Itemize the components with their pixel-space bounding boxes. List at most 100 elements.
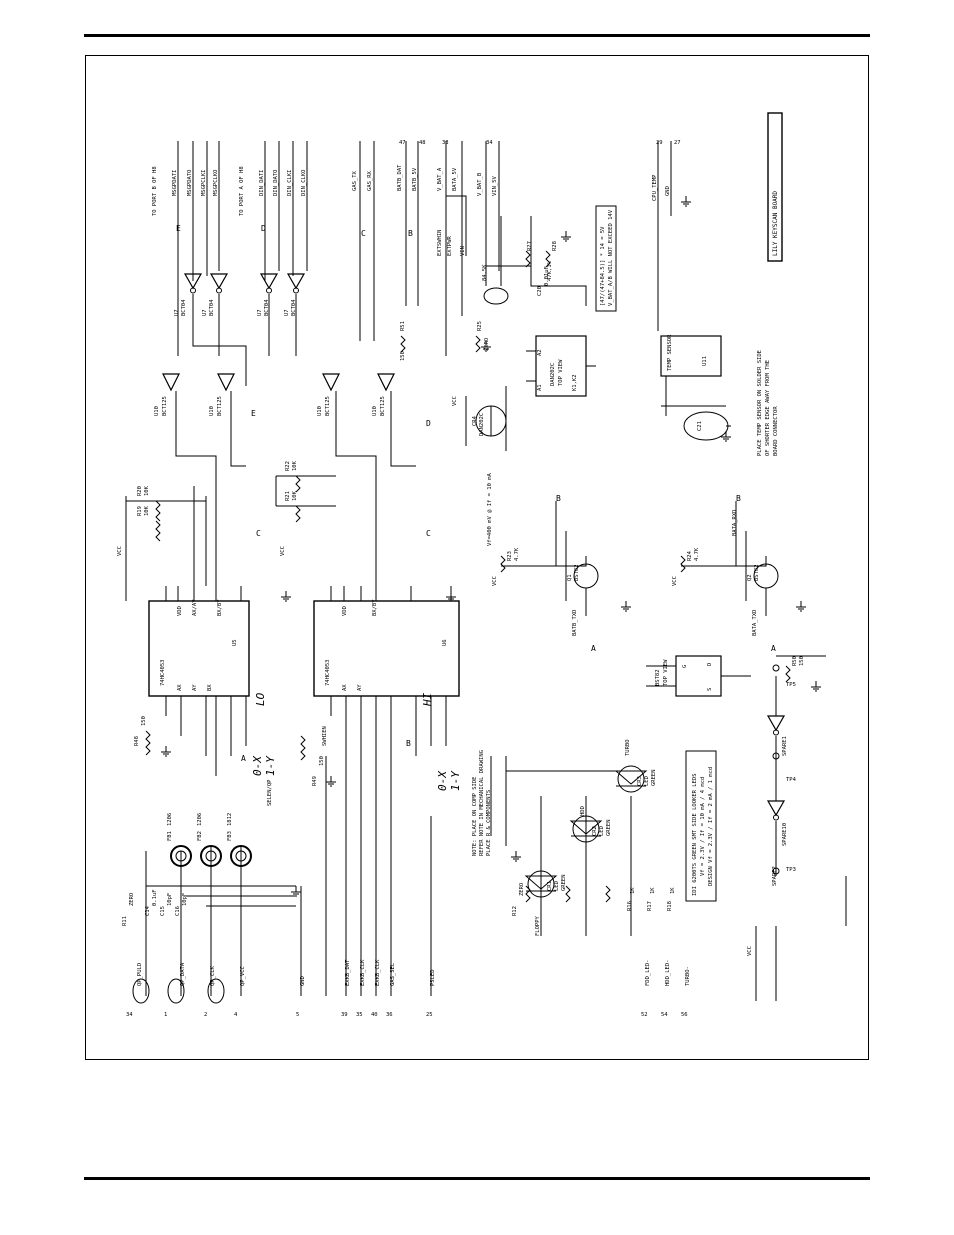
r18-val: 1K bbox=[670, 887, 676, 894]
conn-pin-54: 54 bbox=[661, 1012, 668, 1018]
fb3-size: 1812 bbox=[227, 813, 233, 826]
tag-a-2: A bbox=[771, 644, 776, 653]
vf-note: Vf=400 mV @ If = 10 mA bbox=[487, 472, 493, 546]
c14-val: 0.1uF bbox=[152, 889, 158, 906]
r48-val: 150 bbox=[141, 716, 147, 726]
net-spare1: SPARE1 bbox=[782, 736, 788, 756]
bst82-pin-g: G bbox=[682, 665, 688, 668]
u10-ref-4: U10 bbox=[372, 406, 378, 416]
conn-pin-5: 5 bbox=[296, 1012, 299, 1018]
cr4-ref: CR4 bbox=[472, 415, 478, 426]
led-note-2: Vf = 2.3V / If = 10 mA / 4 mcd bbox=[700, 777, 706, 876]
r25-val: ZERO bbox=[484, 338, 490, 351]
bst82-pin-d: D bbox=[707, 663, 713, 666]
tag-c-2: C bbox=[256, 529, 261, 538]
net-din-clko: DIN_CLKO bbox=[301, 170, 307, 197]
u5-part: 74HC4053 bbox=[160, 660, 166, 687]
q2-ref: Q2 bbox=[747, 574, 753, 581]
u7-part-2: BCT04 bbox=[209, 299, 215, 316]
comp-note-1: NOTE: PLACE ON COMP SIDE bbox=[472, 777, 478, 856]
dan-view-part: DAN202C bbox=[550, 363, 556, 386]
temp-note-2: OF SHORTER EDGE AWAY FROM THE bbox=[765, 360, 771, 456]
q1-part: BST82 bbox=[574, 564, 580, 581]
conn-net-gas-sel: GAS_SEL bbox=[390, 962, 396, 986]
temp-sensor-ref: U11 bbox=[702, 356, 708, 366]
cr3-ref: CR3 bbox=[637, 776, 643, 786]
u6-pin-ax: AX bbox=[342, 684, 348, 691]
vbat-note-box bbox=[595, 205, 617, 312]
r28-ref: R28 bbox=[552, 241, 558, 251]
u7-part-4: BCT04 bbox=[291, 299, 297, 316]
dan-pin-k: K1,K2 bbox=[572, 374, 578, 391]
net-floppy: FLOPPY bbox=[535, 915, 541, 936]
u7-ref-2: U7 bbox=[202, 309, 208, 316]
net-cpu-temp: CPU_TEMP bbox=[652, 174, 658, 201]
u5-pin-bx: BX bbox=[207, 684, 213, 691]
conn-net-qp-puld: QP_PULD bbox=[137, 963, 143, 986]
tag-a-1: A bbox=[591, 644, 596, 653]
conn-pin-40: 40 bbox=[371, 1012, 378, 1018]
u7-ref-1: U7 bbox=[174, 309, 180, 316]
r24-val: 4.7K bbox=[694, 547, 700, 561]
tag-c-1: C bbox=[361, 229, 366, 238]
r17-ref: R17 bbox=[647, 901, 653, 911]
net-turbo: TURBO bbox=[625, 739, 631, 756]
cr2-color: GREEN bbox=[606, 819, 612, 836]
u6-pin-bxby: BX/BY bbox=[372, 599, 378, 616]
cr3-type: LED bbox=[644, 776, 650, 786]
tag-d-1: D bbox=[261, 224, 266, 233]
net-din-dato: DIN_DATO bbox=[273, 170, 279, 197]
r19-ref: R19 bbox=[137, 506, 143, 516]
r16-val: 1K bbox=[630, 887, 636, 894]
net-selen-qp: SELEN/QP bbox=[267, 779, 273, 806]
hand-note-hi: HI bbox=[421, 692, 434, 707]
p1-pin-33: 33 bbox=[442, 140, 449, 146]
tag-e-1: E bbox=[176, 224, 181, 233]
cr2-ref: CR2 bbox=[592, 826, 598, 836]
r11-val: ZERO bbox=[129, 893, 135, 906]
conn-pin-4: 4 bbox=[234, 1012, 238, 1018]
dan-view-label: TOP VIEW bbox=[558, 359, 564, 386]
port-b-label: TO PORT B OF H8 bbox=[152, 166, 158, 216]
conn-pin-56: 56 bbox=[681, 1012, 688, 1018]
net-msgpclko: MSGPCLKO bbox=[213, 170, 219, 197]
r12-ref: R12 bbox=[512, 906, 518, 916]
r21-ref: R21 bbox=[285, 491, 291, 501]
labels: LILY KEYSCAN BOARD TO PORT B OF H8 TO PO… bbox=[117, 140, 805, 1018]
bst82-pin-s: S bbox=[707, 688, 713, 691]
r27-ref: R27 bbox=[527, 241, 533, 251]
r18-ref: R18 bbox=[667, 901, 673, 911]
conn-net-psled: PSLED bbox=[430, 969, 436, 986]
tag-b-1: B bbox=[408, 229, 413, 238]
u6-ref: U6 bbox=[442, 639, 448, 646]
handwritten-notes: 0-X 1-Y 0-X 1-Y LO HI bbox=[251, 692, 462, 791]
net-extswhin: EXTSWHIN bbox=[437, 230, 443, 257]
vcc-label-5: VCC bbox=[747, 946, 753, 956]
temp-sensor-label: TEMP SENSOR bbox=[667, 334, 673, 371]
r17-val: 1K bbox=[650, 887, 656, 894]
p1-pin-29: 29 bbox=[656, 140, 663, 146]
conn-pin-39: 39 bbox=[341, 1012, 348, 1018]
schematic-frame: LILY KEYSCAN BOARD TO PORT B OF H8 TO PO… bbox=[85, 55, 869, 1060]
u10-part-2: BCT125 bbox=[217, 396, 223, 416]
fb3 bbox=[230, 845, 252, 867]
r25-ref: R25 bbox=[477, 321, 483, 331]
u5-pin-vdd: VDD bbox=[177, 606, 183, 616]
cr4-part: DAN202C bbox=[479, 413, 485, 436]
r50-val: 150 bbox=[799, 656, 805, 666]
net-extpwr: EXTPWR bbox=[447, 235, 453, 256]
bst82-view-part: BST82 bbox=[655, 669, 661, 686]
r23-val: 4.7K bbox=[514, 547, 520, 561]
u10-part-1: BCT125 bbox=[162, 396, 168, 416]
c15-ref: C15 bbox=[160, 906, 166, 916]
led-note-3: DESIGN Vf = 2.3V / If = 2 mA / 1 mcd bbox=[708, 767, 714, 886]
u6-part: 74HC4053 bbox=[325, 660, 331, 687]
cr1-ref: CR1 bbox=[547, 881, 553, 891]
temp-sensor-box bbox=[660, 335, 722, 377]
net-vin-5v: VIN_5V bbox=[492, 175, 498, 196]
conn-pin-34: 34 bbox=[126, 1012, 133, 1018]
conn-net-hdd-led: HDD_LED- bbox=[665, 960, 671, 987]
conn-net-fdd-led: FDD_LED- bbox=[645, 960, 651, 987]
cr1-color: GREEN bbox=[561, 874, 567, 891]
c16-ref: C16 bbox=[175, 906, 181, 916]
